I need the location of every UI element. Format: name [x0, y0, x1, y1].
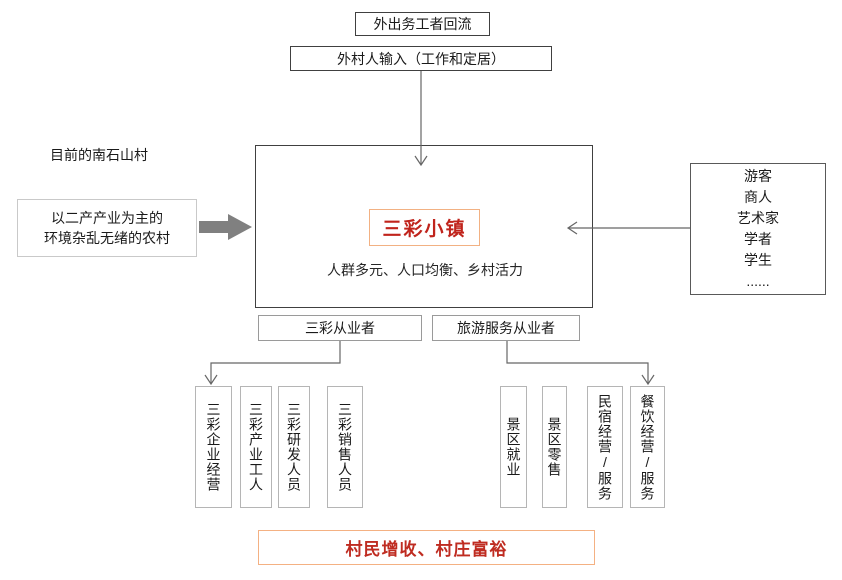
visitor-item-ellipsis: ......	[746, 273, 770, 289]
returnee-label: 外出务工者回流	[373, 16, 472, 32]
visitor-item: 学者	[744, 231, 772, 247]
visitor-item: 游客	[744, 168, 772, 184]
block-arrow-icon	[199, 214, 252, 240]
outcome-label: 村民增收、村庄富裕	[345, 540, 508, 559]
job-box-sancai-industry-worker: 三彩产业工人	[240, 386, 272, 508]
job-box-sancai-enterprise: 三彩企业经营	[195, 386, 232, 508]
job-box-sancai-sales: 三彩销售人员	[327, 386, 363, 508]
job-box-sancai-rnd: 三彩研发人员	[278, 386, 310, 508]
elbow-arrow-sancai-icon	[204, 341, 341, 386]
visitor-item: 学生	[744, 252, 772, 268]
job-box-catering: 餐饮经营/服务	[630, 386, 665, 508]
visitor-item: 艺术家	[737, 210, 779, 226]
job-box-scenic-employment: 景区就业	[500, 386, 527, 508]
job-box-homestay: 民宿经营/服务	[587, 386, 623, 508]
current-village-box: 以二产产业为主的 环境杂乱无绪的农村	[17, 199, 197, 257]
sancai-workers-label: 三彩从业者	[305, 320, 375, 336]
returnee-box: 外出务工者回流	[355, 12, 490, 36]
town-title: 三彩小镇	[382, 219, 467, 240]
elbow-arrow-tourism-icon	[506, 341, 655, 386]
job-box-scenic-retail: 景区零售	[542, 386, 567, 508]
visitor-types-box: 游客 商人 艺术家 学者 学生 ......	[690, 163, 826, 295]
tourism-workers-box: 旅游服务从业者	[432, 315, 580, 341]
newcomer-label: 外村人输入（工作和定居）	[337, 50, 505, 67]
town-subtitle: 人群多元、人口均衡、乡村活力	[327, 262, 523, 278]
town-title-box: 三彩小镇	[369, 209, 480, 246]
town-box: 三彩小镇 人群多元、人口均衡、乡村活力	[255, 145, 593, 308]
visitor-item: 商人	[744, 189, 772, 205]
outcome-box: 村民增收、村庄富裕	[258, 530, 595, 565]
newcomer-box: 外村人输入（工作和定居）	[290, 46, 552, 71]
current-village-line1: 以二产产业为主的	[51, 210, 163, 226]
sancai-workers-box: 三彩从业者	[258, 315, 422, 341]
current-village-caption: 目前的南石山村	[50, 147, 148, 163]
current-village-line2: 环境杂乱无绪的农村	[44, 230, 170, 246]
tourism-workers-label: 旅游服务从业者	[457, 320, 555, 336]
